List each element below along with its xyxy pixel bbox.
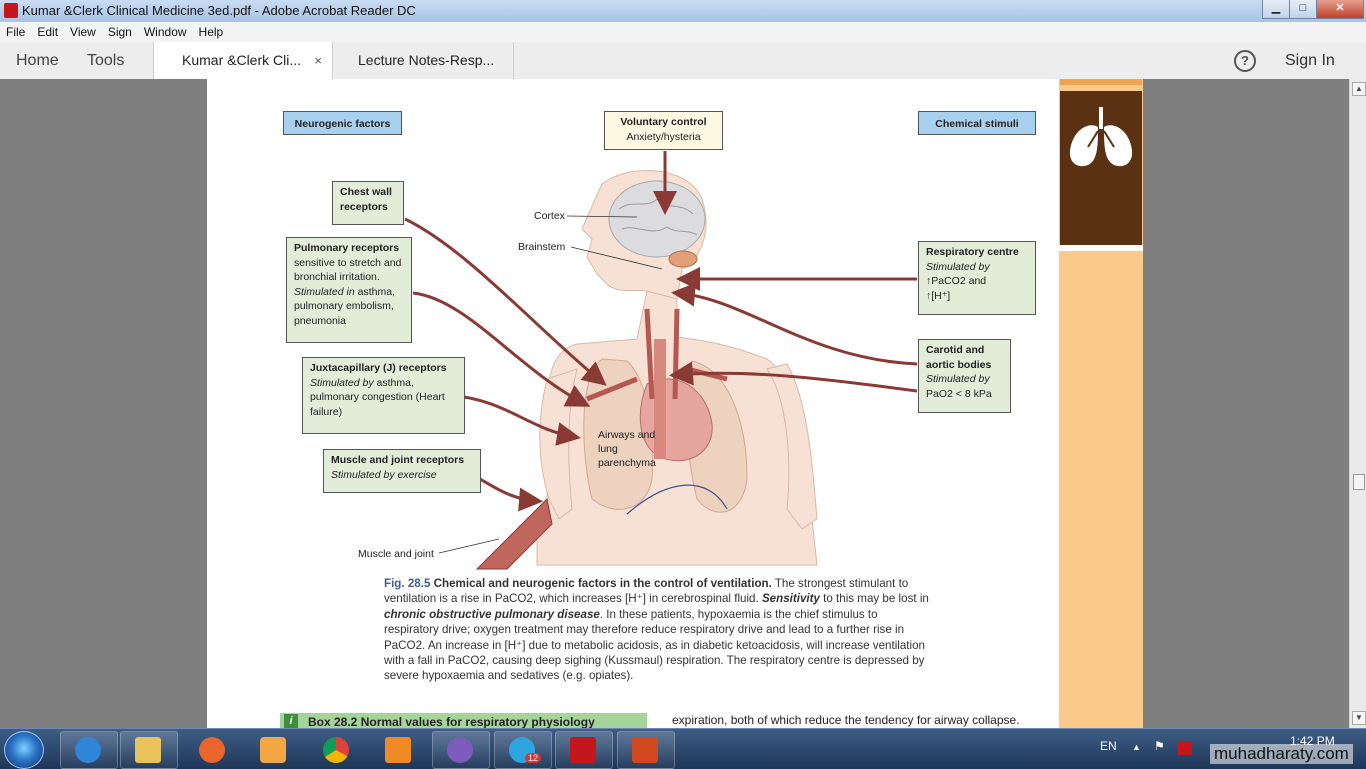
menu-help[interactable]: Help [198,25,224,39]
tab-close-icon[interactable]: × [314,53,322,68]
resp-centre-stim: Stimulated by [926,260,990,273]
close-button[interactable]: ✕ [1316,0,1364,19]
scroll-thumb[interactable] [1353,474,1365,490]
neurogenic-factors-box: Neurogenic factors [283,111,402,135]
tools-nav[interactable]: Tools [87,52,125,69]
language-indicator[interactable]: EN [1100,739,1117,753]
caption-fig-number: Fig. 28.5 [384,577,431,590]
acrobat-app-icon [4,3,18,18]
media-icon[interactable] [245,731,303,769]
anatomy-illustration [404,151,918,570]
muscle-stim: Stimulated by exercise [331,468,437,481]
start-button[interactable] [4,731,44,769]
pdf-page: Neurogenic factors Chemical stimuli Volu… [207,79,1059,728]
carotid-aortic-bodies-box: Carotid and aortic bodies Stimulated by … [918,339,1011,413]
page-margin-band [1059,79,1143,728]
pulmonary-stim: Stimulated in [294,285,355,298]
box-28-2-header: i Box 28.2 Normal values for respiratory… [280,713,647,728]
viber-icon[interactable] [432,731,490,769]
minimize-button[interactable]: ▁ [1262,0,1290,19]
muscle-joint-receptors-box: Muscle and joint receptors Stimulated by… [323,449,481,493]
chemical-stimuli-box: Chemical stimuli [918,111,1036,135]
tab-lecture-notes[interactable]: Lecture Notes-Resp... [332,42,514,79]
watermark: muhadharaty.com [1210,744,1353,764]
resp-centre-l1: ↑PaCO2 and [926,275,987,287]
menu-edit[interactable]: Edit [37,25,59,39]
taskbar: 12 EN ▲ ⚑ 1:42 PM [0,728,1366,769]
pulmonary-receptors-box: Pulmonary receptors sensitive to stretch… [286,237,412,343]
figure-caption: Fig. 28.5 Chemical and neurogenic factor… [384,576,934,684]
chrome-icon[interactable] [308,731,366,769]
caption-sensitivity: Sensitivity [761,592,820,606]
muscle-joint-label: Muscle and joint [358,548,434,560]
pulmonary-line2: asthma, pulmonary embolism, pneumonia [294,285,395,327]
explorer-icon[interactable] [120,731,178,769]
cortex-label: Cortex [534,210,565,222]
caption-title: Chemical and neurogenic factors in the c… [433,577,772,590]
vertical-scrollbar[interactable]: ▲ ▼ [1349,79,1366,728]
window-title: Kumar &Clerk Clinical Medicine 3ed.pdf -… [22,3,416,18]
caption-text1: The strongest stimulant to ventilation i… [384,577,909,606]
juxta-line2: asthma, pulmonary congestion (Heart fail… [310,376,445,418]
orange-strip [1060,79,1142,85]
menu-sign[interactable]: Sign [107,25,132,39]
airways-label: Airways and lung parenchyma [598,429,656,469]
tab-kumar-clerk[interactable]: Kumar &Clerk Cli... × [153,42,333,79]
chest-wall-receptors-box: Chest wall receptors [332,181,404,225]
flag-icon[interactable]: ⚑ [1154,739,1165,753]
voluntary-title: Voluntary control [620,116,707,128]
tray-expand-icon[interactable]: ▲ [1132,742,1141,752]
divider [1059,245,1143,251]
resp-centre-title: Respiratory centre [926,246,1019,258]
box-title: Box 28.2 Normal values for respiratory p… [308,715,595,728]
help-icon[interactable]: ? [1234,50,1256,72]
menu-file[interactable]: File [6,25,26,39]
muscle-title: Muscle and joint receptors [331,454,465,466]
acrobat-tray-icon[interactable] [1178,741,1192,755]
document-viewport[interactable]: Neurogenic factors Chemical stimuli Volu… [0,79,1349,728]
caption-copd: chronic obstructive pulmonary disease [384,607,600,621]
tab-label: Kumar &Clerk Cli... [182,52,302,68]
juxta-title: Juxtacapillary (J) receptors [310,362,447,374]
presentation-icon[interactable] [617,731,675,769]
brainstem-label: Brainstem [518,241,566,253]
voluntary-sub: Anxiety/hysteria [626,130,701,143]
carotid-l1: PaO2 < 8 kPa [926,387,992,400]
voluntary-control-box: Voluntary control Anxiety/hysteria [604,111,723,150]
ie-icon[interactable] [60,731,118,769]
menu-view[interactable]: View [70,25,96,39]
telegram-badge: 12 [525,753,542,763]
menu-bar: File Edit View Sign Window Help [0,22,1366,43]
mail-icon[interactable] [370,731,428,769]
caption-text2: to this may be lost in [819,592,929,606]
chest-wall-title: Chest wall receptors [340,186,392,213]
pulmonary-line1: sensitive to stretch and bronchial irrit… [294,256,402,284]
resp-centre-l2: ↑[H⁺] [926,289,951,302]
respiratory-section-tab [1060,91,1142,245]
scroll-up-icon[interactable]: ▲ [1352,82,1366,96]
respiratory-centre-box: Respiratory centre Stimulated by ↑PaCO2 … [918,241,1036,315]
carotid-title: Carotid and aortic bodies [926,344,992,371]
scroll-down-icon[interactable]: ▼ [1352,711,1366,725]
info-icon: i [284,714,298,728]
body-text: expiration, both of which reduce the ten… [672,713,1020,727]
carotid-stim: Stimulated by [926,373,990,385]
title-bar: Kumar &Clerk Clinical Medicine 3ed.pdf -… [0,0,1366,23]
acrobat-icon[interactable] [555,731,613,769]
tab-label: Lecture Notes-Resp... [358,52,495,68]
lungs-icon [1069,107,1133,167]
juxta-stim: Stimulated by [310,376,374,389]
firefox-icon[interactable] [184,731,242,769]
tab-bar: Home Tools Kumar &Clerk Cli... × Lecture… [0,42,1366,80]
telegram-icon[interactable]: 12 [494,731,552,769]
sign-in-button[interactable]: Sign In [1285,52,1335,69]
maximize-button[interactable]: □ [1289,0,1317,19]
menu-window[interactable]: Window [143,25,187,39]
caption-text3: . In these patients, hypoxaemia is the c… [384,607,925,683]
pulmonary-title: Pulmonary receptors [294,242,400,254]
home-nav[interactable]: Home [16,52,59,69]
juxtacapillary-receptors-box: Juxtacapillary (J) receptors Stimulated … [302,357,465,434]
